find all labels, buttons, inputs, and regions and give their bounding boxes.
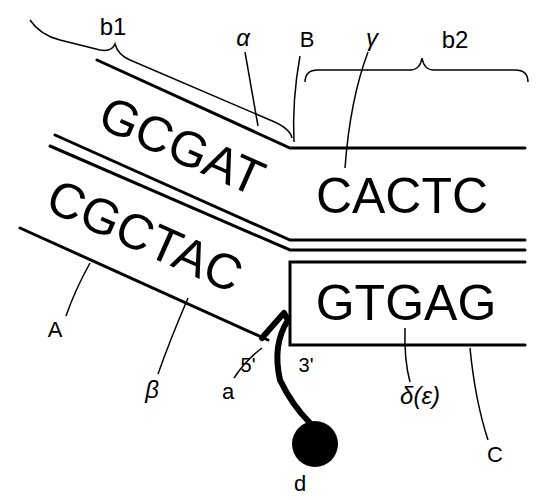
part-label: α (236, 26, 250, 50)
part-label: b1 (100, 15, 127, 39)
part-label: b2 (442, 28, 469, 52)
leader-line (294, 56, 300, 142)
sequence-text: GCGAT (92, 88, 271, 204)
leader-line (245, 52, 258, 126)
leader-line (470, 348, 488, 440)
sequence-text: GTGAG (316, 278, 497, 328)
brace (305, 58, 528, 82)
part-label: B (300, 29, 315, 51)
leader-line (66, 263, 90, 316)
end-label: 5' (241, 355, 256, 375)
end-label: 3' (299, 355, 314, 375)
sequence-text: CGCTAC (40, 171, 250, 301)
part-label: C (487, 444, 503, 466)
strand-box (290, 262, 525, 345)
part-label: a (222, 381, 234, 403)
part-label: A (48, 319, 63, 341)
leader-line (345, 52, 368, 168)
leader-line (234, 348, 262, 378)
part-label: δ(ε) (400, 384, 440, 408)
part-label: β (145, 378, 159, 402)
leader-line (158, 298, 188, 374)
part-label: γ (366, 26, 378, 50)
part-label: d (294, 473, 306, 495)
label-dot (292, 421, 338, 467)
leader-line (405, 328, 410, 382)
sequence-text: CACTC (316, 171, 488, 221)
